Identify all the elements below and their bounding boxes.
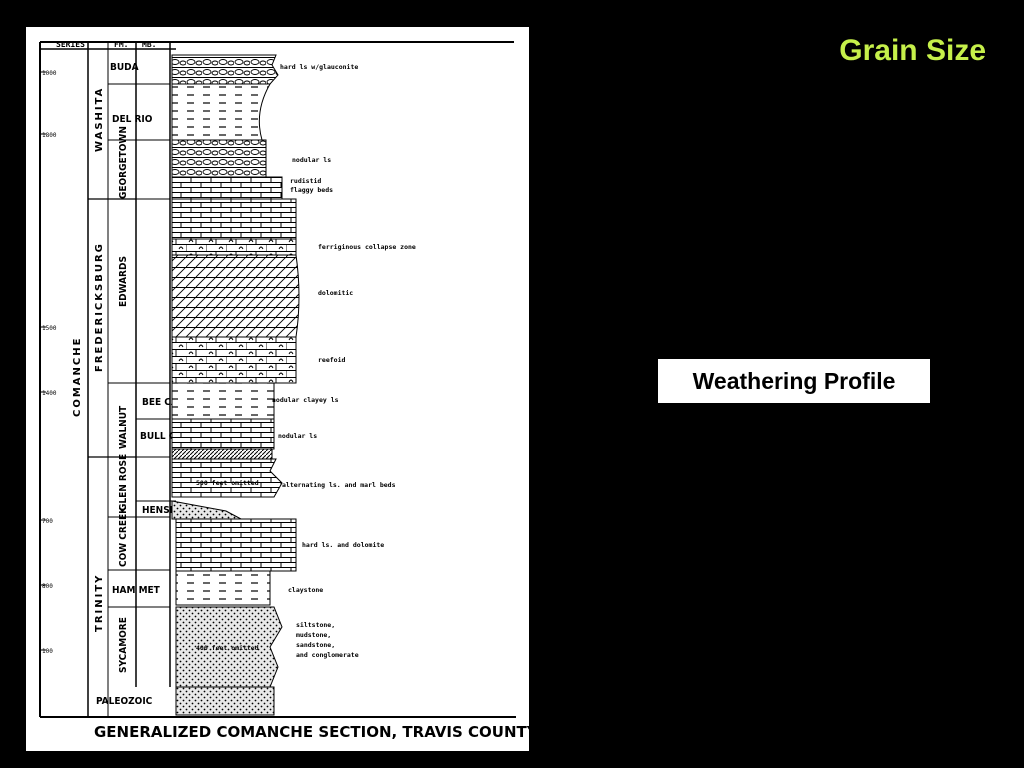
note-glen-rose: alternating ls. and marl beds [282,481,396,489]
weathering-profile-label: Weathering Profile [658,359,930,403]
note-flaggy: flaggy beds [290,186,333,194]
formation-glen-rose: GLEN ROSE [118,454,129,511]
group-fredericksburg: FREDERICKSBURG [94,242,105,372]
note-rudistid: rudistid [290,177,321,185]
formation-walnut: WALNUT [118,405,129,449]
figure-caption: GENERALIZED COMANCHE SECTION, TRAVIS COU… [94,723,529,741]
formation-georgetown: GEORGETOWN [118,126,129,199]
note-sycamore-3: sandstone, [296,641,335,649]
member-bee-cave: BEE CAVE [142,397,190,408]
header-series: SERIES [56,40,85,49]
series-comanche: COMANCHE [72,337,83,417]
header-formation: FM. [114,40,128,49]
note-collapse: ferriginous collapse zone [318,243,416,251]
depth-tick: 800 [42,583,53,590]
depth-tick: 1400 [42,390,57,397]
note-400-omitted: 400 feet omitted [196,644,259,652]
depth-tick: 100 [42,648,53,655]
depth-tick: 1500 [42,325,57,332]
depth-tick: 1000 [42,70,57,77]
slide-title: Grain Size [839,34,986,67]
formation-hammett: HAM MET [112,585,161,596]
formation-del-rio: DEL RIO [112,114,153,125]
note-reefoid: reefoid [318,356,345,364]
member-bull-creek: BULL CREEK [140,431,203,442]
depth-tick: 1800 [42,132,57,139]
note-georgetown: nodular ls [292,156,331,164]
note-sycamore-4: and conglomerate [296,651,359,659]
label-paleozoic: PALEOZOIC [96,696,153,707]
depth-scale: 1000 1800 1500 1400 700 800 100 [40,70,57,655]
stratigraphic-section-figure: SERIES FM. MB. 1000 1800 1500 1400 700 8… [26,27,529,751]
member-hensel: HENSEL [142,505,182,516]
note-bull-creek: nodular ls [278,432,317,440]
note-cow-creek: hard ls. and dolomite [302,541,384,549]
note-hammett: claystone [288,586,323,594]
formation-buda: BUDA [110,62,139,73]
header-member: MB. [142,40,156,49]
formation-edwards: EDWARDS [118,256,129,307]
note-sycamore-1: siltstone, [296,621,335,629]
depth-tick: 700 [42,518,53,525]
lithology-column [171,54,300,716]
group-washita: WASHITA [94,87,105,152]
note-buda: hard ls w/glauconite [280,63,358,71]
note-500-omitted: 500 feet omitted [196,479,259,487]
formation-cow-creek: COW CREEK [118,506,129,567]
formation-sycamore: SYCAMORE [118,617,129,673]
group-trinity: TRINITY [94,574,105,632]
note-bee-cave: nodular clayey ls [272,396,339,404]
note-dolomitic: dolomitic [318,289,353,297]
note-sycamore-2: mudstone, [296,631,331,639]
